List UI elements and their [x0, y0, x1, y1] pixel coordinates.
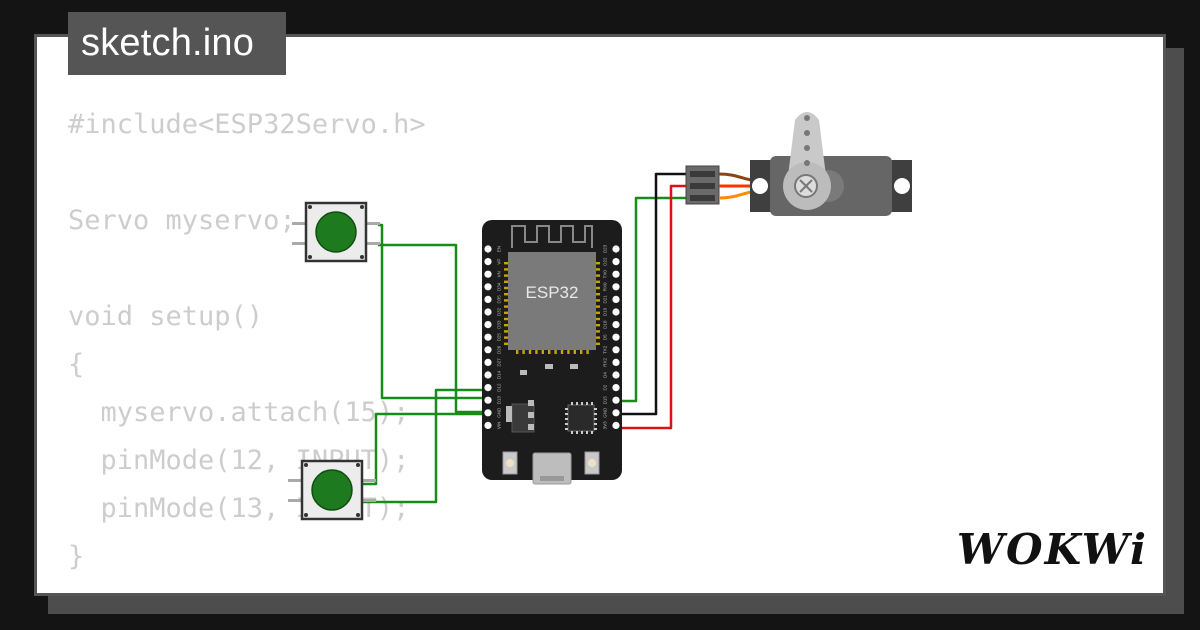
wire-servo-ground[interactable]: [618, 172, 690, 416]
pin-label: D33: [497, 320, 502, 329]
boot-button[interactable]: [584, 451, 600, 475]
pin-label: D22: [603, 257, 608, 266]
chip-label: ESP32: [526, 283, 579, 302]
pin-hole[interactable]: [484, 295, 492, 303]
code-line: myservo.attach(15);: [68, 397, 410, 428]
code-line: void setup(): [68, 301, 264, 332]
pin-hole[interactable]: [612, 258, 620, 266]
pin-label: GND: [497, 407, 502, 418]
pin-hole[interactable]: [484, 384, 492, 392]
pin-hole[interactable]: [612, 295, 620, 303]
pin-hole[interactable]: [484, 258, 492, 266]
pin-label: EN: [497, 246, 502, 252]
pin-label: VN: [497, 271, 502, 277]
pin-hole[interactable]: [612, 409, 620, 417]
wokwi-logo[interactable]: WOKWi: [956, 525, 1148, 574]
pin-hole[interactable]: [612, 333, 620, 341]
pin-hole[interactable]: [612, 421, 620, 429]
pin-label: D35: [497, 295, 502, 304]
pin-hole[interactable]: [612, 321, 620, 329]
pin-label: D25: [497, 333, 502, 342]
pin-label: TX2: [603, 345, 608, 354]
esp32-board[interactable]: ESP32 ENVPVND34D35D32D33D25D26D27D14D12D…: [482, 220, 622, 485]
voltage-regulator: [506, 400, 535, 433]
code-line: {: [68, 349, 85, 380]
pin-label: D12: [497, 383, 502, 392]
pin-label: VIN: [497, 422, 502, 430]
pin-label: D19: [603, 307, 608, 316]
pin-label: D13: [497, 396, 502, 405]
pin-label: RX0: [603, 282, 608, 291]
pin-hole[interactable]: [612, 308, 620, 316]
pin-hole[interactable]: [484, 421, 492, 429]
pin-hole[interactable]: [484, 283, 492, 291]
pin-hole[interactable]: [612, 270, 620, 278]
pin-label: D5: [603, 334, 608, 340]
pin-hole[interactable]: [612, 346, 620, 354]
pin-label: D21: [603, 295, 608, 304]
wire-servo-signal[interactable]: [618, 196, 690, 403]
pin-label: D15: [603, 396, 608, 405]
pin-label: D2: [603, 384, 608, 390]
pin-label: TX0: [603, 270, 608, 279]
pin-hole[interactable]: [484, 346, 492, 354]
pin-label: D34: [497, 282, 502, 291]
pin-hole[interactable]: [612, 396, 620, 404]
pin-label: D26: [497, 345, 502, 354]
file-tab[interactable]: sketch.ino: [68, 12, 286, 75]
wire-bottom-button-a[interactable]: [362, 412, 484, 486]
pin-hole[interactable]: [612, 283, 620, 291]
pushbutton-top[interactable]: [292, 201, 380, 263]
pin-hole[interactable]: [484, 321, 492, 329]
pin-hole[interactable]: [612, 384, 620, 392]
pin-hole[interactable]: [484, 308, 492, 316]
pin-label: 3V3: [603, 421, 608, 430]
pin-hole[interactable]: [484, 245, 492, 253]
pin-label: D32: [497, 307, 502, 316]
pin-hole[interactable]: [484, 333, 492, 341]
pin-label: GND: [603, 407, 608, 418]
code-line: }: [68, 541, 85, 572]
pin-label: D14: [497, 370, 502, 379]
pin-hole[interactable]: [612, 371, 620, 379]
wire-top-button-b[interactable]: [378, 243, 484, 414]
pin-label: D27: [497, 358, 502, 367]
wire-servo-power[interactable]: [618, 184, 690, 430]
pin-hole[interactable]: [484, 396, 492, 404]
pin-hole[interactable]: [484, 358, 492, 366]
usb-uart-chip: [565, 402, 597, 434]
code-line: Servo myservo;: [68, 205, 296, 236]
wire-bottom-button-b[interactable]: [362, 388, 484, 504]
pin-hole[interactable]: [612, 358, 620, 366]
esp32-module: ESP32: [504, 252, 600, 354]
pin-hole[interactable]: [484, 409, 492, 417]
pin-label: D4: [603, 372, 608, 378]
pin-label: RX2: [603, 358, 608, 367]
pin-hole[interactable]: [612, 245, 620, 253]
file-tab-label: sketch.ino: [81, 22, 255, 64]
wire-top-button-a[interactable]: [378, 223, 484, 400]
en-button[interactable]: [502, 451, 518, 475]
pin-label: D18: [603, 320, 608, 329]
pushbutton-bottom[interactable]: [288, 459, 376, 521]
pin-label: VP: [497, 259, 502, 265]
pin-hole[interactable]: [484, 371, 492, 379]
servo-motor[interactable]: [685, 112, 912, 216]
pin-hole[interactable]: [484, 270, 492, 278]
pin-label: D23: [603, 244, 608, 253]
code-line: #include<ESP32Servo.h>: [68, 109, 426, 140]
